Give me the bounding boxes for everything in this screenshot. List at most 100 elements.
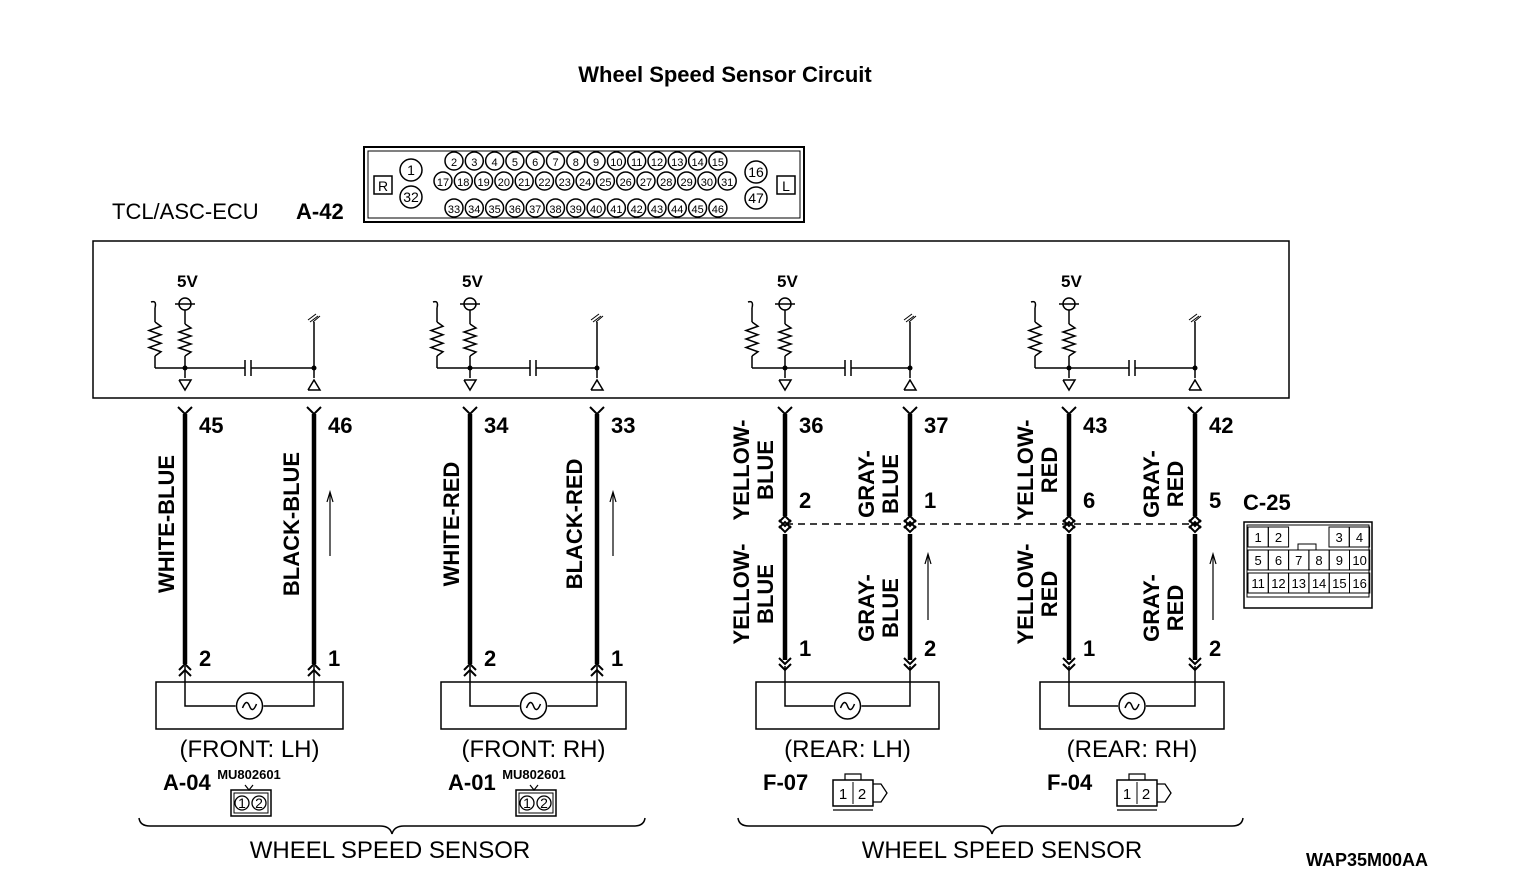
wire-color-label: BLACK-BLUE <box>279 452 304 596</box>
ecu-pin <box>708 151 728 171</box>
wire-curl <box>150 300 157 309</box>
ecu-pin <box>505 198 525 218</box>
sensor-wave-glyph <box>525 701 542 711</box>
sensor-pin-label: 1 <box>799 636 811 661</box>
ecu-pin-number: 11 <box>631 157 642 169</box>
terminal-chevron <box>590 662 604 671</box>
diagram-title: Wheel Speed Sensor Circuit <box>578 62 872 87</box>
ecu-pin <box>647 151 667 171</box>
wire-curl <box>1030 300 1037 309</box>
c25-pin-number: 12 <box>1271 576 1285 591</box>
ecu-pin <box>667 151 688 171</box>
wire-color-label: RED <box>1163 585 1188 631</box>
ecu-pin <box>744 160 768 184</box>
sensor-pin-label: 1 <box>611 646 623 671</box>
ecu-pin-number: 34 <box>468 204 480 216</box>
ecu-connector-tag-r: R <box>378 178 388 194</box>
ecu-pin <box>464 198 485 218</box>
connector-plug-tip <box>873 783 888 803</box>
ecu-pin-number: 2 <box>451 157 457 169</box>
ecu-pin <box>566 151 586 171</box>
ecu-pin <box>744 186 768 210</box>
ecu-pin <box>484 198 505 218</box>
ecu-pin <box>534 171 555 191</box>
wire-color-label: RED <box>1037 447 1062 493</box>
ecu-code: A-42 <box>296 199 344 224</box>
wheel-speed-sensor-box <box>440 681 627 730</box>
wire-color-label: GRAY- <box>854 450 879 518</box>
signal-arrow-head <box>1209 551 1217 565</box>
ecu-terminal <box>902 406 918 416</box>
ecu-pin-number: 21 <box>518 177 530 189</box>
shield-hatch <box>1188 313 1202 323</box>
terminal-chevron <box>1062 519 1076 528</box>
sensor-position-label: (REAR: LH) <box>784 736 911 763</box>
resistor <box>461 323 479 357</box>
ecu-pin <box>626 198 647 218</box>
output-triangle <box>307 378 322 391</box>
ecu-pin-label: 36 <box>799 413 823 438</box>
terminal-chevron <box>778 520 792 529</box>
ecu-pin-number: 25 <box>599 177 611 189</box>
ecu-pin <box>399 185 423 209</box>
wire-color-label: GRAY- <box>1139 450 1164 518</box>
terminal-chevron <box>1188 519 1202 528</box>
ecu-pin-number: 9 <box>593 157 599 169</box>
ecu-pin-number: 17 <box>437 177 449 189</box>
c25-cell <box>1267 526 1290 548</box>
c25-pin-number: 3 <box>1336 530 1343 545</box>
ecu-pin <box>667 198 688 218</box>
ecu-pin-number: 30 <box>701 177 713 189</box>
connector-pin-number: 2 <box>540 795 548 811</box>
ecu-pin-number: 32 <box>403 189 419 205</box>
c25-cell <box>1349 572 1371 594</box>
connector-pin-number: 1 <box>839 786 847 803</box>
ecu-pin-number: 46 <box>712 204 724 216</box>
ecu-pin <box>525 198 545 218</box>
ecu-pin-number: 5 <box>512 157 518 169</box>
signal-arrow-head <box>924 551 932 565</box>
terminal-chevron <box>1062 514 1076 523</box>
ecu-box <box>92 240 1290 399</box>
ecu-pin-number: 18 <box>457 177 469 189</box>
ecu-pin-number: 26 <box>620 177 632 189</box>
ecu-pin-number: 29 <box>680 177 692 189</box>
ecu-pin <box>708 198 728 218</box>
output-triangle <box>903 378 918 391</box>
terminal-chevron <box>778 525 792 534</box>
ecu-pin <box>433 171 453 191</box>
ecu-pin-number: 43 <box>651 204 663 216</box>
ecu-pin <box>575 171 595 191</box>
sensor-wave-glyph <box>241 701 258 711</box>
terminal-chevron <box>903 525 917 534</box>
wire-color-label: BLACK-RED <box>562 459 587 590</box>
connector-latch <box>1128 773 1146 780</box>
supply-5v-label: 5V <box>177 272 198 291</box>
ecu-pin-number: 6 <box>532 157 538 169</box>
terminal-chevron <box>778 657 792 666</box>
c25-cell <box>1349 549 1371 571</box>
terminal-chevron <box>903 514 917 523</box>
ecu-terminal <box>177 406 193 416</box>
ecu-pin <box>586 151 606 171</box>
terminal-chevron <box>590 668 604 677</box>
ecu-pin <box>647 198 667 218</box>
terminal-chevron <box>1062 525 1076 534</box>
supply-5v-label: 5V <box>1061 272 1082 291</box>
connector-pictogram <box>230 789 272 817</box>
wheel-speed-sensor-box <box>755 681 940 730</box>
ecu-pin <box>586 198 606 218</box>
c25-pin-number: 9 <box>1336 553 1343 568</box>
wheel-speed-sensor-box <box>155 681 344 730</box>
ecu-pin-number: 42 <box>631 204 643 216</box>
c25-code: C-25 <box>1243 490 1291 515</box>
sensor-wire <box>469 666 520 707</box>
ecu-pin <box>606 151 627 171</box>
terminal-chevron <box>463 662 477 671</box>
brace-left <box>138 817 646 835</box>
ecu-pin-label: 43 <box>1083 413 1107 438</box>
sensor-pin-label: 2 <box>1209 636 1221 661</box>
input-triangle <box>463 379 478 392</box>
sensor-wire <box>547 666 598 707</box>
